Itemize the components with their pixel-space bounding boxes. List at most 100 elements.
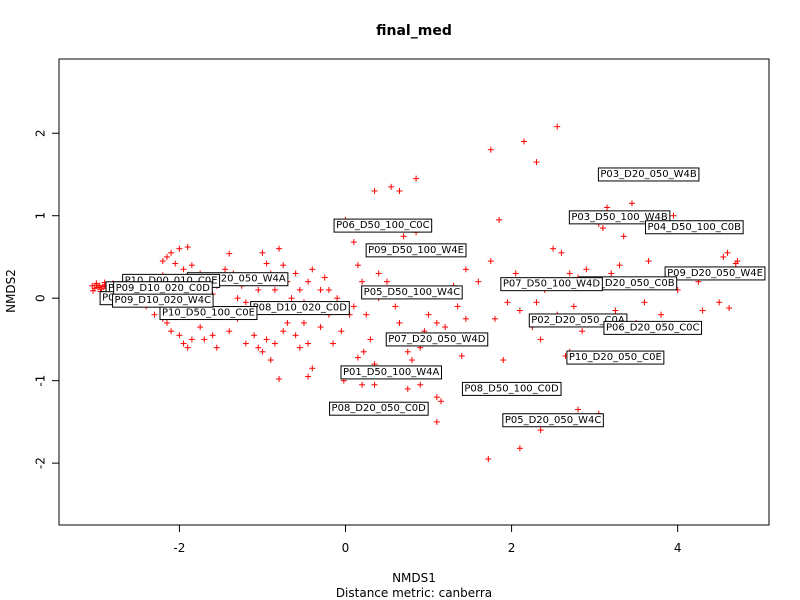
data-point <box>454 303 461 310</box>
data-point <box>172 260 179 267</box>
point-label-text: P03_D50_100_W4B <box>571 212 668 223</box>
data-point <box>462 315 469 322</box>
point-label-text: P06_D20_050_C0C <box>606 322 700 333</box>
data-point <box>163 253 170 260</box>
point-label: P03_D20_050_W4B <box>597 167 700 182</box>
point-label-text: P10_D50_100_C0E <box>162 308 255 319</box>
data-point <box>259 249 266 256</box>
x-axis-subtitle: Distance metric: canberra <box>336 586 492 600</box>
data-point <box>321 274 328 281</box>
data-point <box>276 376 283 383</box>
data-point <box>350 303 357 310</box>
x-tick-label: 4 <box>674 541 682 555</box>
data-point <box>305 278 312 285</box>
data-point <box>309 266 316 273</box>
data-point <box>271 286 278 293</box>
point-label-text: P07_D50_100_W4D <box>503 279 601 290</box>
data-point <box>645 258 652 265</box>
data-point <box>338 328 345 335</box>
data-point <box>363 311 370 318</box>
data-point <box>396 187 403 194</box>
data-point <box>360 348 367 355</box>
point-labels: P03_D20_050_W4B P03_D50_100_W4BP04_D50_10… <box>99 167 766 428</box>
data-point <box>317 324 324 331</box>
point-label: P06_D50_100_C0C <box>333 218 433 233</box>
data-point <box>280 262 287 269</box>
data-point <box>276 245 283 252</box>
data-point <box>151 311 158 318</box>
data-point <box>599 225 606 232</box>
data-point <box>251 332 258 339</box>
data-point <box>485 456 492 463</box>
data-point <box>724 249 731 256</box>
data-point <box>616 262 623 269</box>
data-point <box>487 146 494 153</box>
data-point <box>242 299 249 306</box>
y-tick-label: 0 <box>34 294 48 302</box>
data-point <box>670 212 677 219</box>
data-point <box>512 270 519 277</box>
data-point <box>325 286 332 293</box>
point-label: P08_D10_020_C0D <box>250 301 350 316</box>
data-point <box>583 266 590 273</box>
data-point <box>537 427 544 434</box>
point-label-text: P09_D20_050_W4E <box>667 268 763 279</box>
point-label-text: P08_D20_050_C0D <box>332 403 427 414</box>
data-point <box>234 295 241 302</box>
point-label: P01_D50_100_W4A <box>340 365 443 380</box>
data-point <box>330 340 337 347</box>
point-label: P05_D50_100_W4C <box>361 285 463 300</box>
data-point <box>226 250 233 257</box>
data-point <box>575 406 582 413</box>
data-point <box>371 187 378 194</box>
data-point <box>168 328 175 335</box>
point-label-text: P01_D50_100_W4A <box>343 367 440 378</box>
data-point <box>558 249 565 256</box>
point-label-text: P03_D20_050_W4B <box>600 169 697 180</box>
data-point <box>296 286 303 293</box>
point-label: P09_D10_020_W4C <box>112 293 214 308</box>
data-point <box>201 336 208 343</box>
data-point <box>658 311 665 318</box>
point-label: P03_D50_100_W4B <box>568 210 671 225</box>
data-point <box>96 282 103 289</box>
data-point <box>550 245 557 252</box>
point-label-text: P05_D50_100_W4C <box>364 287 461 298</box>
data-point <box>570 303 577 310</box>
data-point <box>176 332 183 339</box>
data-point <box>384 278 391 285</box>
data-point <box>566 270 573 277</box>
data-point <box>554 123 561 130</box>
data-point <box>222 266 229 273</box>
data-point <box>184 244 191 251</box>
data-point <box>255 286 262 293</box>
data-point <box>309 365 316 372</box>
data-point <box>521 138 528 145</box>
data-point <box>354 354 361 361</box>
data-point <box>259 348 266 355</box>
data-point <box>408 357 415 364</box>
data-point <box>90 287 97 294</box>
point-label-text: P09_D10_020_C0D <box>116 283 211 294</box>
data-point <box>305 373 312 380</box>
chart-title: final_med <box>376 23 452 39</box>
data-point <box>720 253 727 260</box>
point-label: P09_D20_050_W4E <box>664 266 766 281</box>
point-label-text: P09_D10_020_W4C <box>115 295 212 306</box>
data-point <box>188 336 195 343</box>
point-label: P07_D20_050_W4D <box>385 332 489 347</box>
data-point <box>271 340 278 347</box>
data-point <box>300 319 307 326</box>
data-point <box>726 305 733 312</box>
point-label-text: P04_D50_100_C0B <box>648 222 742 233</box>
point-label-text: P10_D00_010_C0E <box>125 275 218 286</box>
data-point <box>163 319 170 326</box>
point-label-text: P09_D50_100_W4E <box>368 245 464 256</box>
point-label: P10_D20_050_C0E <box>566 350 665 365</box>
data-point <box>487 258 494 265</box>
data-point <box>628 200 635 207</box>
data-point <box>176 245 183 252</box>
